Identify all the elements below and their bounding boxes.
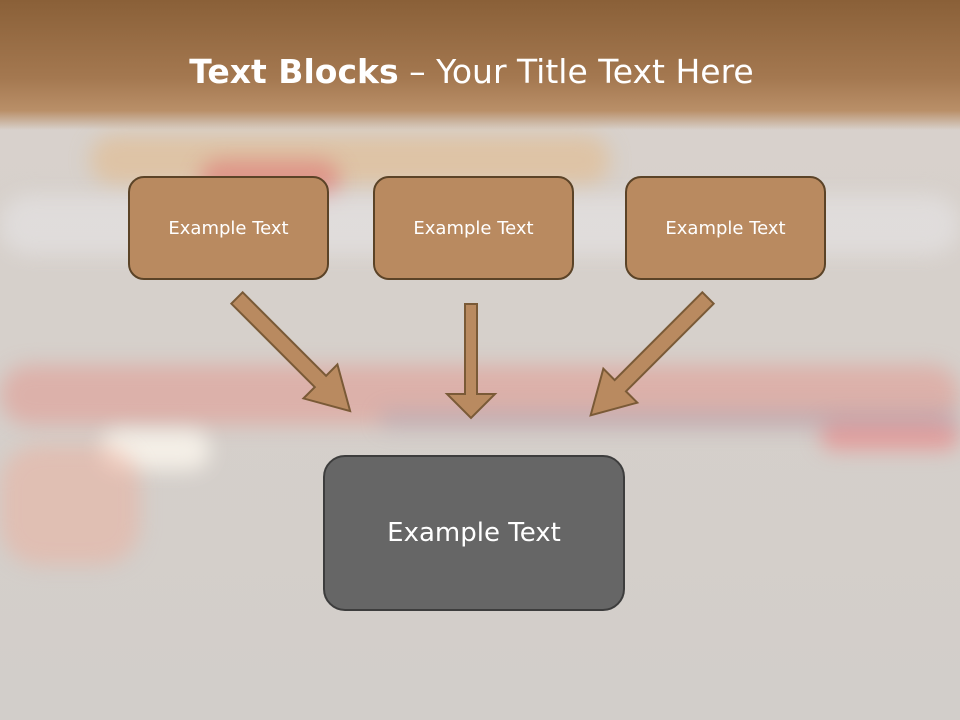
arrow-right <box>589 290 716 417</box>
background-streak <box>820 420 960 450</box>
title-rest-part: Your Title Text Here <box>436 52 754 91</box>
background-streak <box>100 430 210 470</box>
background-streak <box>0 445 140 565</box>
arrow-left <box>229 290 352 413</box>
bottom-box[interactable]: Example Text <box>323 455 625 611</box>
title-bold-part: Text Blocks <box>189 52 399 91</box>
title-dash: – <box>409 52 426 91</box>
arrow-center <box>444 303 498 420</box>
top-box-label: Example Text <box>665 217 786 239</box>
slide-title: Text Blocks – Your Title Text Here <box>0 52 943 91</box>
title-band <box>0 0 960 130</box>
top-box-center[interactable]: Example Text <box>373 176 574 280</box>
top-box-left[interactable]: Example Text <box>128 176 329 280</box>
background-streak <box>380 410 960 428</box>
top-box-label: Example Text <box>413 217 534 239</box>
top-box-right[interactable]: Example Text <box>625 176 826 280</box>
bottom-box-label: Example Text <box>387 518 561 548</box>
top-box-label: Example Text <box>168 217 289 239</box>
